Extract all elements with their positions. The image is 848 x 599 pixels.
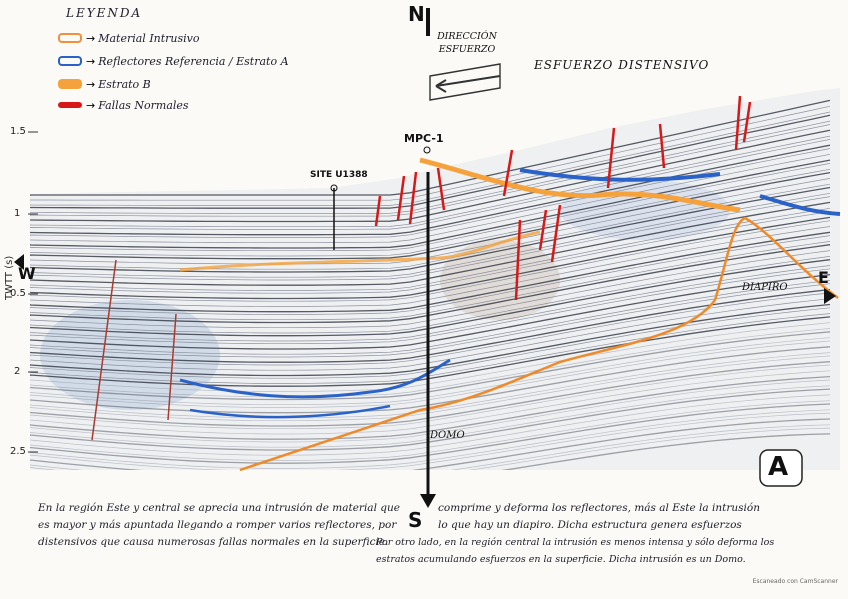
stress-direction-label: DIRECCIÓN ESFUERZO [432,30,502,56]
mpc-marker [424,147,430,153]
legend-arrow: → [86,55,95,68]
legend-arrow: → [86,78,95,91]
panel-letter: A [768,452,788,482]
note-line-3: distensivos que causa numerosas fallas n… [38,534,388,551]
legend-item-intrusivo: → Material Intrusivo [58,30,200,46]
compass-south: S [408,508,422,532]
note-line-5: lo que hay un diapiro. Dicha estructura … [438,517,742,534]
scanner-footer: Escaneado con CamScanner [753,578,838,585]
legend-item-estrato-b: → Estrato B [58,76,151,92]
legend-label: Estrato B [98,78,151,91]
legend-item-reflectores: → Reflectores Referencia / Estrato A [58,53,289,69]
legend-swatch-reflectores [58,56,82,66]
legend-swatch-estrato-b [58,79,82,89]
legend-swatch-fallas [58,102,82,108]
note-line-6: Por otro lado, en la región central la i… [376,534,774,551]
note-line-7: estratos acumulando esfuerzos en la supe… [376,551,746,568]
compass-west: W [18,264,36,283]
compass-north: N [408,2,425,26]
mpc-label: MPC-1 [404,132,444,145]
note-line-1: En la región Este y central se aprecia u… [38,500,400,517]
diapiro-label: DIAPIRO [742,282,788,293]
legend-label: Material Intrusivo [98,32,199,45]
legend-title: LEYENDA [66,6,142,20]
y-tick: 2.5 [10,446,26,457]
note-line-4: comprime y deforma los reflectores, más … [438,500,760,517]
y-tick: 1 [14,208,20,219]
y-tick: 2 [14,366,20,377]
y-tick: 0.5 [10,288,26,299]
compass-east: E [818,268,829,287]
legend-item-fallas: → Fallas Normales [58,97,189,113]
legend-swatch-intrusivo [58,33,82,43]
note-line-2: es mayor y más apuntada llegando a rompe… [38,517,396,534]
legend-arrow: → [86,99,95,112]
legend-label: Fallas Normales [98,99,188,112]
legend-arrow: → [86,32,95,45]
site-label: SITE U1388 [310,170,368,180]
y-tick: 1.5 [10,126,26,137]
distensive-stress-label: ESFUERZO DISTENSIVO [534,58,709,72]
domo-label: DOMO [430,430,465,441]
legend-label: Reflectores Referencia / Estrato A [98,55,288,68]
south-arrow-head [420,494,436,508]
